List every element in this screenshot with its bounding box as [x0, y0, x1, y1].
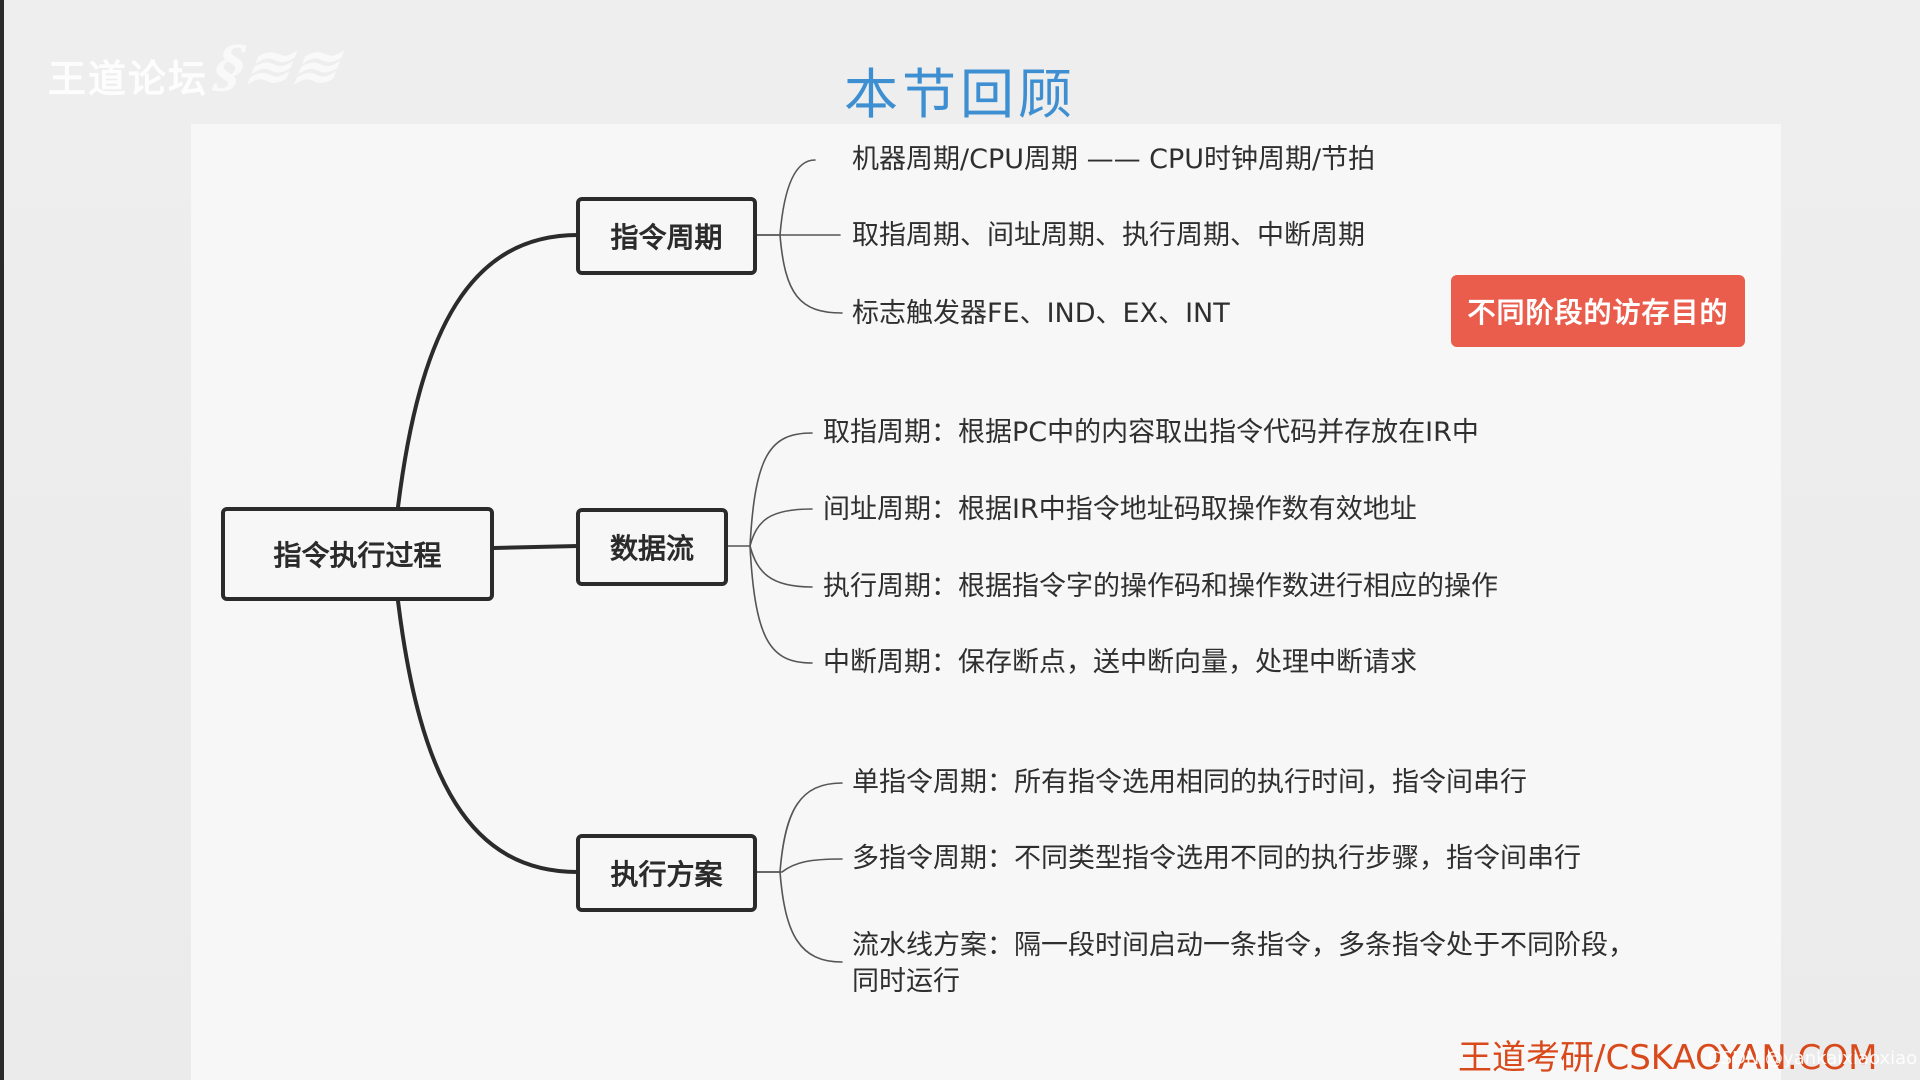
connector-root-branch-1 [396, 233, 580, 509]
connector-b3-leaf-3 [779, 871, 843, 963]
connector-root-branch-3 [396, 599, 580, 874]
leaf-fetch-cycle: 取指周期：根据PC中的内容取出指令代码并存放在IR中 [823, 417, 1479, 448]
connector-b3-leaf-2 [756, 858, 843, 873]
branch-node-instruction-cycle: 指令周期 [576, 197, 757, 275]
connector-b2-leaf-3 [749, 545, 813, 588]
slide-title: 本节回顾 [844, 63, 1076, 126]
footer-credit: CSDN @yankaixiaoxiao [1708, 1048, 1918, 1069]
leaf-execute-cycle: 执行周期：根据指令字的操作码和操作数进行相应的操作 [823, 571, 1498, 602]
leaf-machine-cycle: 机器周期/CPU周期 —— CPU时钟周期/节拍 [852, 144, 1376, 175]
branch-node-data-flow: 数据流 [576, 508, 728, 586]
window-edge [0, 0, 4, 1080]
connector-b1-leaf-1 [756, 159, 816, 236]
leaf-cycle-types: 取指周期、间址周期、执行周期、中断周期 [852, 220, 1365, 251]
footer-brand: 王道考研/CSKAOYAN.COM [1458, 1038, 1878, 1078]
leaf-single-cycle: 单指令周期：所有指令选用相同的执行时间，指令间串行 [852, 767, 1527, 798]
leaf-pipeline: 流水线方案：隔一段时间启动一条指令，多条指令处于不同阶段，同时运行 [852, 930, 1635, 997]
connector-b1-leaf-3 [779, 234, 843, 314]
leaf-flag-flipflops: 标志触发器FE、IND、EX、INT [852, 298, 1230, 329]
leaf-interrupt-cycle: 中断周期：保存断点，送中断向量，处理中断请求 [823, 647, 1417, 678]
leaf-multi-cycle: 多指令周期：不同类型指令选用不同的执行步骤，指令间串行 [852, 843, 1581, 874]
forum-watermark: 王道论坛 [48, 57, 209, 101]
branch-node-execution-scheme: 执行方案 [576, 834, 757, 912]
branch-label: 执行方案 [610, 858, 723, 891]
memory-access-purpose-badge: 不同阶段的访存目的 [1451, 275, 1745, 347]
connector-root-branch-2 [492, 544, 580, 550]
connector-b2-leaf-4 [749, 545, 813, 664]
root-node-label: 指令执行过程 [273, 539, 442, 572]
root-node: 指令执行过程 [221, 507, 494, 601]
connector-b2-leaf-1 [727, 432, 813, 547]
connector-b3-leaf-1 [756, 782, 843, 873]
leaf-indirect-cycle: 间址周期：根据IR中指令地址码取操作数有效地址 [823, 494, 1417, 525]
branch-label: 数据流 [609, 532, 694, 565]
connector-b2-leaf-2 [749, 508, 813, 547]
branch-label: 指令周期 [610, 221, 723, 254]
